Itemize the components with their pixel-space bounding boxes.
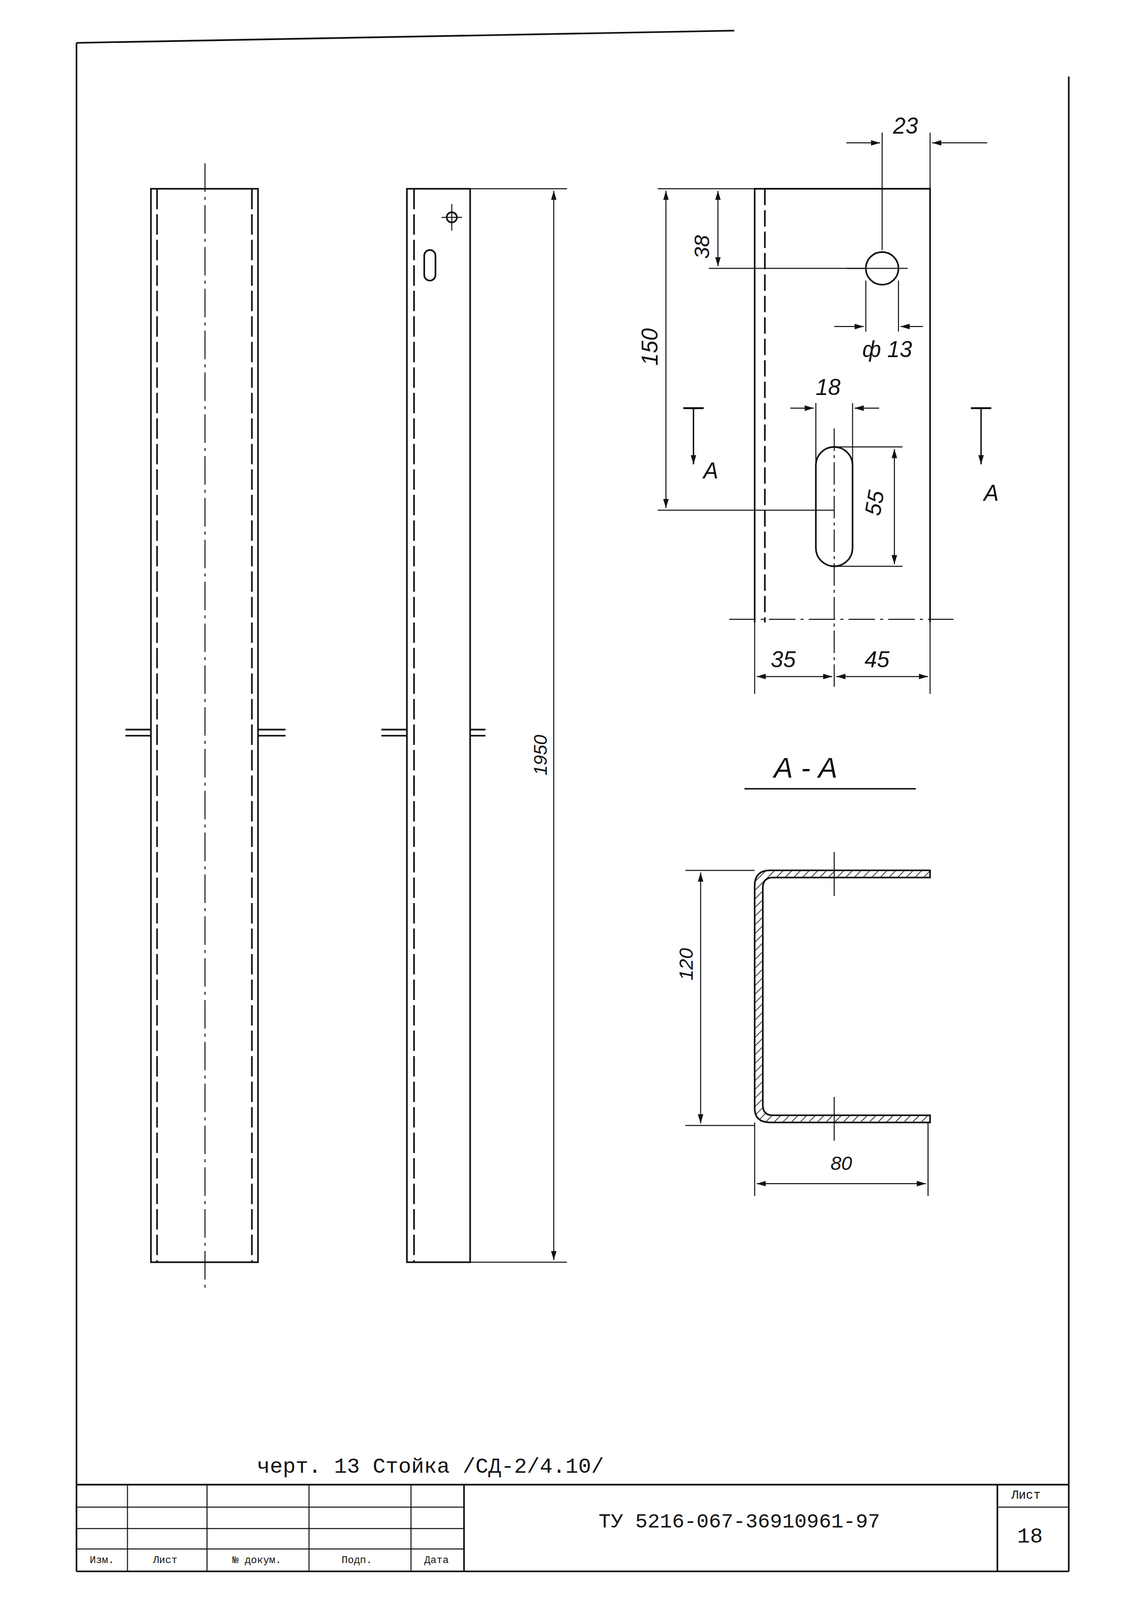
section-title: А - А	[773, 753, 839, 783]
dimension: 45	[863, 648, 891, 672]
dimension: 38	[690, 233, 713, 260]
title-block-cell: Изм.	[88, 1556, 116, 1567]
title-block-cell: Лист	[151, 1556, 179, 1567]
title-block-cell: Дата	[423, 1556, 450, 1567]
dimension: 55	[861, 487, 889, 519]
dimension: 1950	[531, 733, 550, 777]
section-mark: А	[702, 460, 720, 483]
section-mark: А	[982, 482, 1000, 505]
document-code: ТУ 5216-067-36910961-97	[597, 1512, 882, 1533]
dimension: 150	[639, 326, 662, 367]
title-block-cell: Подп.	[340, 1556, 374, 1567]
drawing-caption: черт. 13 Стойка /СД-2/4.10/	[257, 1456, 605, 1479]
dimension: 18	[814, 376, 842, 400]
dimension: 80	[829, 1153, 854, 1173]
title-block-cell: № докум.	[231, 1556, 283, 1567]
dimension: 23	[892, 115, 919, 138]
dimension: ф 13	[861, 338, 914, 362]
sheet-number: 18	[1016, 1525, 1044, 1548]
title-block-cell: Лист	[1010, 1489, 1042, 1502]
dimension: 120	[676, 946, 696, 981]
dimension: 35	[769, 648, 797, 672]
